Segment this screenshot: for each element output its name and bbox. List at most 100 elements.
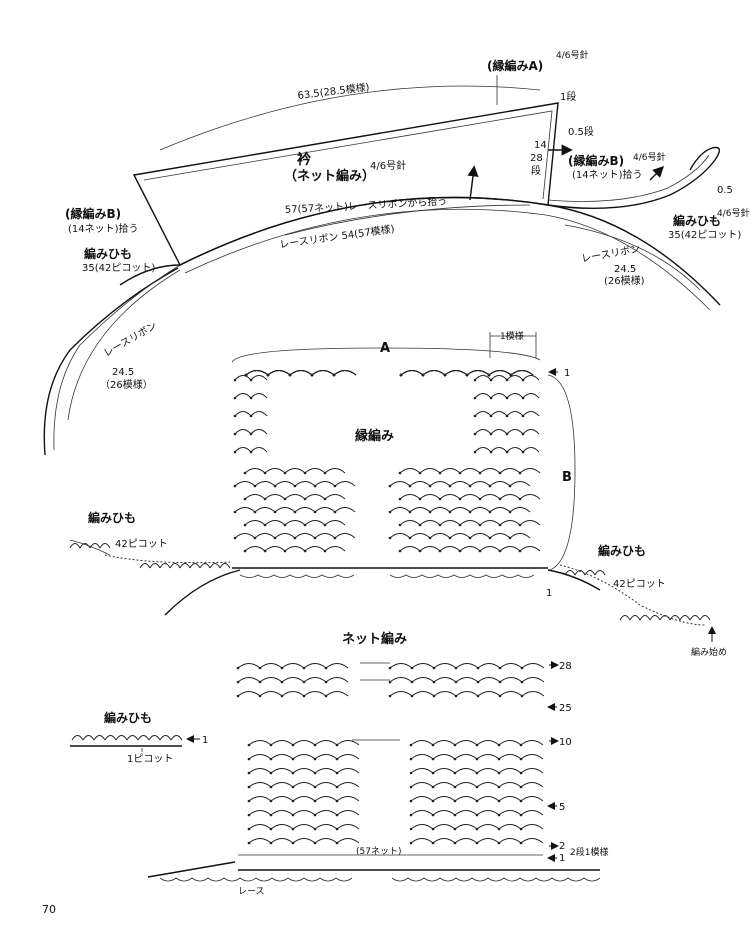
stitch-dot — [273, 536, 277, 540]
collar-lace-ribbon: レースリボン 54(57模様) — [279, 222, 396, 251]
edge-b-right-sub: (14ネット)拾う — [572, 168, 643, 181]
net-arc — [432, 796, 456, 802]
tie-picot — [209, 563, 221, 569]
collar-height-3: 段 — [531, 164, 541, 177]
net-arc — [477, 691, 501, 697]
stitch-dot — [263, 549, 267, 553]
net-chart: ネット編み 28 25 10 5 2 1 2段1模様 (57ネット) レース — [147, 631, 608, 897]
stitch-dot — [443, 373, 447, 377]
net-arc — [284, 546, 306, 552]
stitch-dot — [243, 549, 247, 553]
stitch-dot — [335, 785, 339, 789]
net-arc — [400, 370, 424, 376]
stitch-dot — [247, 785, 251, 789]
collar-needle: 4/6号針 — [370, 159, 406, 172]
net-arc — [474, 411, 492, 417]
net-arc — [314, 533, 336, 539]
edge-b-left-sub: (14ネット)拾う — [68, 222, 139, 235]
net-arc — [506, 393, 524, 399]
stitch-dot — [453, 827, 457, 831]
stitch-dot — [313, 799, 317, 803]
collar-schematic: 衿 （ネット編み） 4/6号針 63.5(28.5模様) 57(57ネット)レー… — [43, 49, 750, 456]
stitch-dot — [432, 680, 436, 684]
net-arc — [409, 481, 431, 487]
net-arc — [270, 740, 294, 746]
stitch-dot — [269, 827, 273, 831]
tie-picot — [659, 615, 671, 621]
edge-a-needle: 4/6号針 — [556, 49, 589, 61]
stitch-dot — [475, 785, 479, 789]
stitch-dot — [335, 771, 339, 775]
collar-pickup: 57(57ネット)レースリボンから拾う — [284, 194, 447, 216]
net-arc — [439, 494, 461, 500]
edging-tie-right-count: 42ピコット — [613, 578, 666, 590]
net-arc — [410, 754, 434, 760]
net-arc — [292, 740, 316, 746]
stitch-dot — [508, 484, 512, 488]
net-arc — [254, 533, 276, 539]
net-arc — [498, 754, 522, 760]
stitch-dot — [497, 743, 501, 747]
net-arc — [244, 546, 266, 552]
tie-right-line — [547, 146, 720, 210]
net-arc — [334, 533, 356, 539]
stitch-dot — [498, 471, 502, 475]
stitch-dot — [293, 510, 297, 514]
stitch-dot — [497, 771, 501, 775]
stitch-dot — [269, 757, 273, 761]
tie-picot — [69, 543, 81, 549]
net-arc — [234, 375, 252, 381]
net-arc — [284, 494, 306, 500]
stitch-dot — [475, 841, 479, 845]
net-arc — [289, 370, 313, 376]
stitch-dot — [323, 471, 327, 475]
stitch-dot — [236, 666, 240, 670]
stitch-dot — [280, 694, 284, 698]
stitch-dot — [399, 373, 403, 377]
net-arc — [254, 481, 276, 487]
net-arc — [499, 520, 521, 526]
stitch-dot — [448, 484, 452, 488]
net-arc — [521, 663, 545, 669]
net-arc — [292, 810, 316, 816]
lace-ribbon-curve — [43, 267, 179, 456]
stitch-dot — [473, 396, 477, 400]
stitch-dot — [303, 523, 307, 527]
stitch-dot — [453, 771, 457, 775]
net-arc — [455, 691, 479, 697]
net-arc — [324, 520, 346, 526]
collar-inner-line — [143, 110, 553, 200]
net-arc — [432, 838, 456, 844]
tie-picot — [574, 570, 586, 576]
stitch-dot — [428, 510, 432, 514]
edge-b-right-needle: 4/6号針 — [633, 151, 666, 163]
tie-picot — [629, 615, 641, 621]
stitch-dot — [266, 373, 270, 377]
edge-b-left-label: (縁編みB) — [65, 206, 121, 221]
stitch-dot — [521, 432, 525, 436]
stitch-dot — [478, 497, 482, 501]
stitch-dot — [313, 771, 317, 775]
net-arc — [499, 691, 523, 697]
net-arc — [292, 754, 316, 760]
net-arc — [292, 838, 316, 844]
tie-picot — [159, 735, 172, 741]
net-arc — [506, 411, 524, 417]
stitch-dot — [431, 813, 435, 817]
stitch-dot — [478, 471, 482, 475]
stitch-dot — [498, 497, 502, 501]
net-arc — [459, 520, 481, 526]
edging-tie-left-count: 42ピコット — [115, 538, 168, 550]
net-arc — [455, 677, 479, 683]
stitch-dot — [233, 432, 237, 436]
net-arc — [304, 494, 326, 500]
stitch-dot — [388, 510, 392, 514]
stitch-dot — [454, 666, 458, 670]
tie-left-line — [119, 264, 181, 286]
net-arc — [522, 393, 540, 399]
stitch-dot — [283, 497, 287, 501]
stitch-dot — [233, 450, 237, 454]
collar-width-top: 63.5(28.5模様) — [297, 80, 370, 102]
net-arc — [411, 663, 435, 669]
stitch-dot — [244, 373, 248, 377]
